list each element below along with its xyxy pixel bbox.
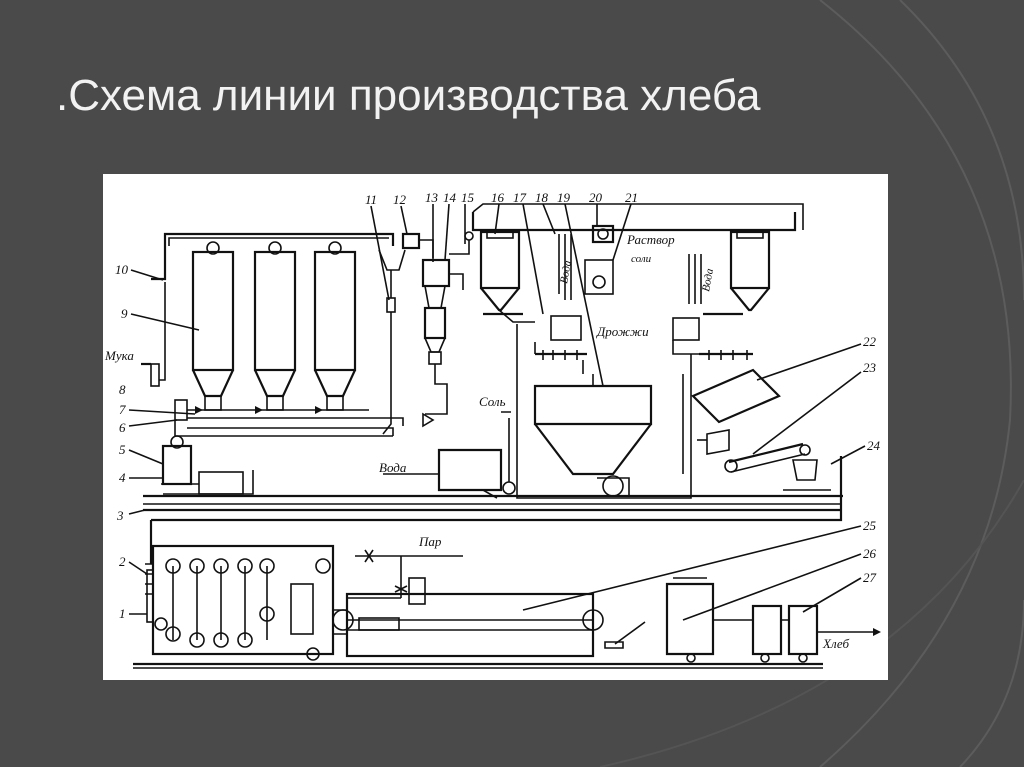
material-labels: Мука Вода Соль Вода Вода Раствор соли Др… (104, 232, 850, 651)
oven (145, 544, 335, 661)
callout-13: 13 (425, 190, 439, 205)
callout-24: 24 (867, 438, 881, 453)
label-water-v2: Вода (700, 267, 716, 292)
fermentation-tank (516, 324, 692, 499)
callout-19: 19 (557, 190, 571, 205)
cooling-conveyor (332, 592, 646, 658)
callout-6: 6 (119, 420, 126, 435)
leader-lines (128, 203, 866, 621)
bread-storage (133, 577, 881, 669)
callout-27: 27 (863, 570, 877, 585)
callout-8: 8 (119, 382, 126, 397)
flour-silos (187, 241, 404, 426)
frame-line (143, 456, 843, 564)
callout-7: 7 (119, 402, 126, 417)
steam-line (347, 549, 463, 605)
callout-26: 26 (863, 546, 877, 561)
label-flour: Мука (104, 348, 134, 363)
label-water-left: Вода (379, 460, 407, 475)
proofing-conveyor (724, 442, 831, 491)
slide-title: .Схема линии производства хлеба (56, 71, 761, 121)
callout-18: 18 (535, 190, 549, 205)
callout-1: 1 (119, 606, 126, 621)
label-water-v1: Вода (558, 259, 574, 284)
callout-15: 15 (461, 190, 475, 205)
label-steam: Пар (418, 534, 442, 549)
dough-mixer (533, 374, 653, 497)
callout-12: 12 (393, 192, 407, 207)
label-bread: Хлеб (822, 636, 850, 651)
dosing-silos (471, 203, 804, 323)
callout-22: 22 (863, 334, 877, 349)
callout-5: 5 (119, 442, 126, 457)
callout-20: 20 (589, 190, 603, 205)
bread-line-diagram: 1 2 3 4 5 6 7 8 9 10 11 12 13 14 15 16 1… (103, 174, 888, 680)
label-yeast: Дрожжи (595, 324, 649, 339)
callout-14: 14 (443, 190, 457, 205)
callout-25: 25 (863, 518, 877, 533)
callout-2: 2 (119, 554, 126, 569)
compressor-unit (143, 435, 843, 498)
divider-rounder (691, 368, 781, 455)
pneumatic-line (378, 249, 406, 435)
label-salt-solution-line2: соли (631, 253, 652, 265)
liquid-dosing (550, 224, 702, 341)
callout-4: 4 (119, 470, 126, 485)
label-salt-solution-line1: Раствор (626, 232, 675, 247)
callout-16: 16 (491, 190, 505, 205)
callout-23: 23 (863, 360, 877, 375)
cyclone-filter (401, 231, 474, 428)
yeast-distributor (534, 340, 753, 474)
top-conveyor (151, 232, 395, 281)
callout-17: 17 (513, 190, 527, 205)
callout-11: 11 (365, 192, 377, 207)
callout-3: 3 (116, 508, 124, 523)
callout-9: 9 (121, 306, 128, 321)
callout-21: 21 (625, 190, 638, 205)
callout-numbers: 1 2 3 4 5 6 7 8 9 10 11 12 13 14 15 16 1… (115, 190, 881, 621)
label-salt: Соль (479, 394, 506, 409)
process-scheme: 1 2 3 4 5 6 7 8 9 10 11 12 13 14 15 16 1… (104, 190, 881, 669)
callout-10: 10 (115, 262, 129, 277)
